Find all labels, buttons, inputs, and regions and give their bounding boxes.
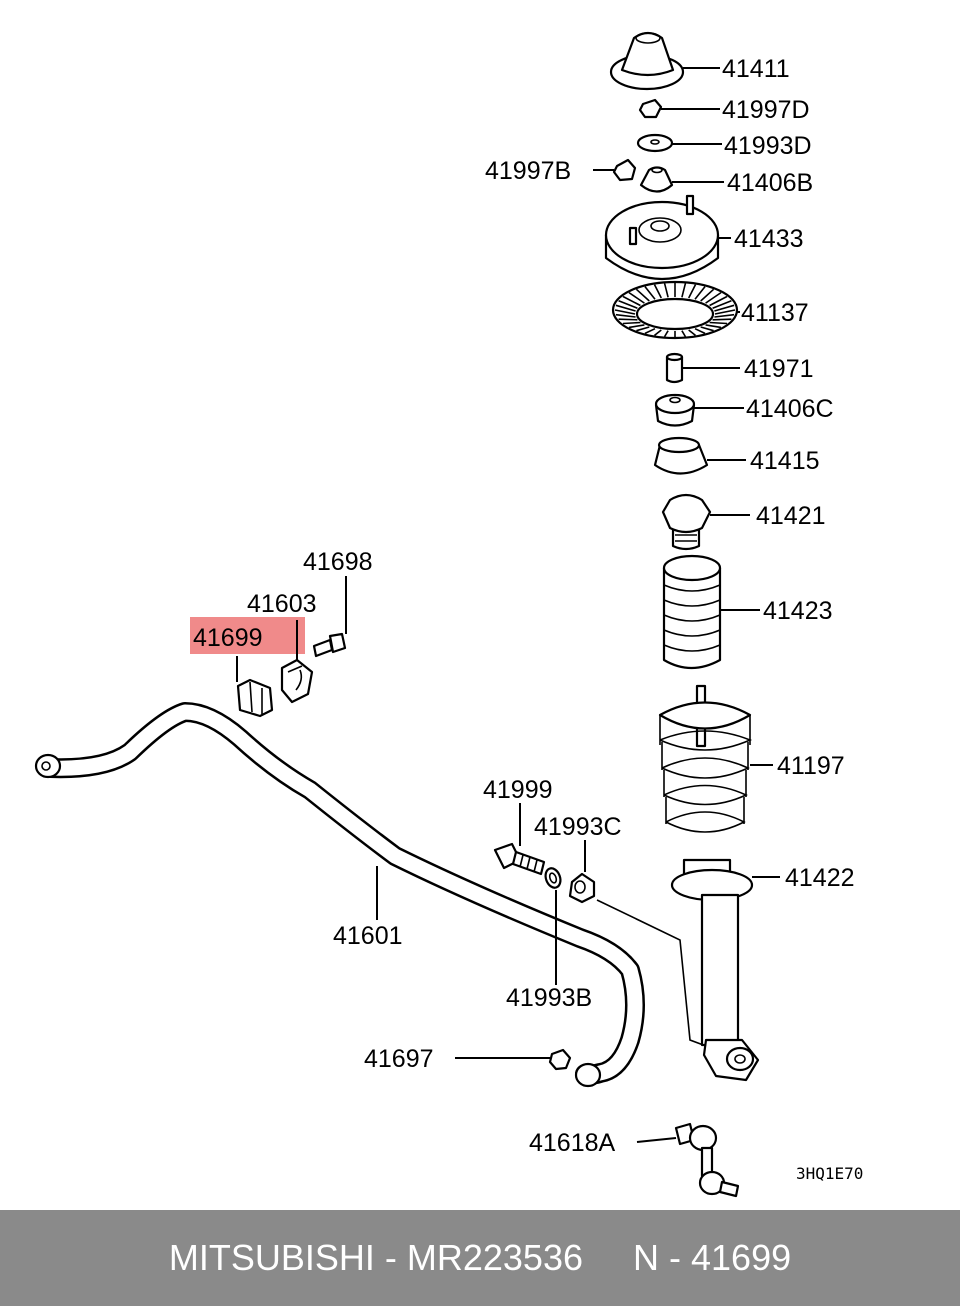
seat-tooth [709, 295, 728, 307]
labels: 41411 41997D 41993D 41997B 41406B 41433 … [193, 55, 863, 1183]
exploded-view-svg: 41411 41997D 41993D 41997B 41406B 41433 … [34, 31, 863, 1198]
part-41997B[interactable] [612, 158, 637, 182]
label-41971[interactable]: 41971 [744, 355, 814, 383]
label-41603[interactable]: 41603 [247, 590, 317, 618]
part-41999[interactable] [493, 842, 546, 876]
label-41406B[interactable]: 41406B [727, 169, 813, 197]
footer-gap [583, 1237, 633, 1279]
part-41406C[interactable] [654, 393, 696, 427]
seat-tooth [714, 313, 735, 318]
seat-tooth [694, 327, 706, 335]
seat-tooth [663, 283, 669, 298]
label-41415[interactable]: 41415 [750, 447, 820, 475]
part-41993B[interactable] [543, 866, 563, 890]
footer-ref: N - 41699 [633, 1237, 792, 1278]
label-41601[interactable]: 41601 [333, 922, 403, 950]
label-41698[interactable]: 41698 [303, 548, 373, 576]
label-41421[interactable]: 41421 [756, 502, 826, 530]
label-41999[interactable]: 41999 [483, 776, 553, 804]
label-41618A[interactable]: 41618A [529, 1129, 616, 1157]
seat-tooth [622, 321, 641, 325]
seat-tooth [635, 288, 650, 302]
part-41993D[interactable] [636, 133, 674, 153]
label-41406C[interactable]: 41406C [746, 395, 834, 423]
seat-tooth [709, 321, 728, 325]
part-41971[interactable] [665, 352, 684, 384]
label-41697[interactable]: 41697 [364, 1045, 434, 1073]
seat-tooth [615, 313, 636, 318]
seat-tooth [714, 304, 735, 312]
seat-tooth [628, 324, 645, 329]
seat-tooth [653, 284, 663, 299]
part-41421[interactable] [661, 493, 712, 551]
part-41698[interactable] [312, 632, 347, 658]
label-41997B[interactable]: 41997B [485, 157, 571, 185]
seat-tooth [700, 326, 714, 332]
seat-tooth [712, 300, 732, 309]
part-41137[interactable] [611, 280, 739, 340]
label-41137[interactable]: 41137 [741, 299, 809, 327]
part-41406B[interactable] [639, 166, 674, 193]
seat-tooth [700, 288, 715, 302]
seat-tooth [663, 330, 669, 338]
seat-tooth [681, 283, 687, 298]
part-41415[interactable] [653, 436, 709, 475]
label-41699[interactable]: 41699 [193, 624, 263, 652]
label-41197[interactable]: 41197 [777, 752, 845, 780]
label-41433[interactable]: 41433 [734, 225, 804, 253]
seat-tooth [705, 291, 722, 304]
seat-tooth [688, 329, 696, 337]
part-41411[interactable] [609, 31, 685, 91]
seat-tooth [694, 286, 706, 300]
seat-tooth [618, 318, 638, 321]
seat-tooth [622, 295, 641, 307]
label-41997D[interactable]: 41997D [722, 96, 810, 124]
part-41422[interactable] [670, 858, 760, 1082]
part-41618A[interactable] [674, 1122, 740, 1198]
seat-tooth [687, 284, 697, 299]
seat-tooth [628, 291, 645, 304]
seat-tooth [644, 286, 656, 300]
seat-tooth [644, 327, 656, 335]
seat-tooth [714, 309, 736, 315]
part-41433[interactable] [604, 194, 720, 281]
seat-tooth [705, 324, 722, 329]
seat-tooth [636, 326, 650, 332]
part-41997D[interactable] [638, 98, 663, 119]
seat-tooth [712, 318, 732, 321]
leader-lines [236, 67, 780, 1143]
label-41993C[interactable]: 41993C [534, 813, 622, 841]
seat-tooth [614, 309, 636, 315]
part-41601[interactable] [34, 702, 645, 1088]
highlight-box [190, 617, 305, 654]
label-41422[interactable]: 41422 [785, 864, 855, 892]
footer-part-number: MR223536 [406, 1237, 583, 1278]
part-41423[interactable] [662, 554, 722, 670]
part-41197[interactable] [658, 684, 753, 833]
part-41993C[interactable] [568, 872, 596, 904]
seat-tooth [615, 304, 636, 312]
part-41697[interactable] [548, 1048, 572, 1071]
footer-sep: - [374, 1237, 407, 1278]
label-41993B[interactable]: 41993B [506, 984, 592, 1012]
seat-tooth [681, 330, 687, 338]
footer-bar: MITSUBISHI - MR223536 N - 41699 [0, 1210, 960, 1306]
part-41603[interactable] [280, 658, 314, 704]
seat-tooth [654, 329, 662, 337]
seat-tooth [618, 300, 638, 309]
label-41993D[interactable]: 41993D [724, 132, 812, 160]
footer-brand: MITSUBISHI [168, 1237, 375, 1278]
part-41699[interactable] [236, 678, 274, 718]
label-41423[interactable]: 41423 [763, 597, 833, 625]
parts-diagram: 41411 41997D 41993D 41997B 41406B 41433 … [34, 31, 863, 1198]
diagram-code: 3HQ1E70 [796, 1164, 863, 1183]
label-41411[interactable]: 41411 [722, 55, 790, 83]
